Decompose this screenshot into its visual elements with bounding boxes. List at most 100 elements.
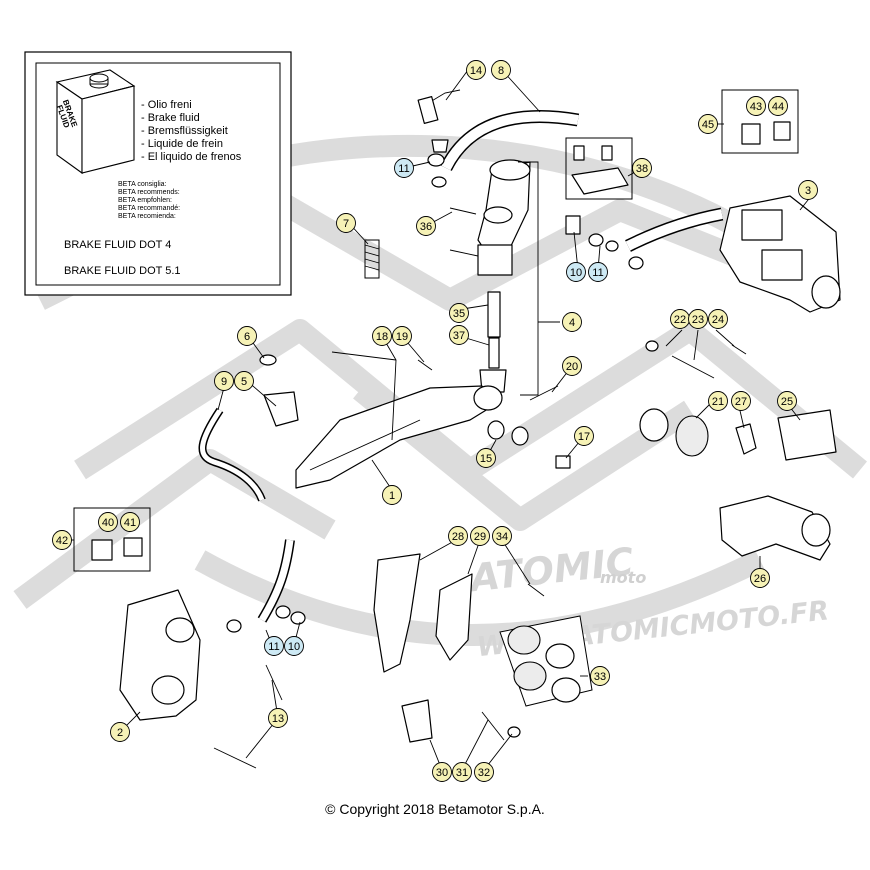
- callout-41[interactable]: 41: [120, 512, 140, 532]
- callout-circle: [432, 762, 452, 782]
- callout-circle: [466, 60, 486, 80]
- callout-20[interactable]: 20: [562, 356, 582, 376]
- callout-40[interactable]: 40: [98, 512, 118, 532]
- callout-15[interactable]: 15: [476, 448, 496, 468]
- callout-circle: [698, 114, 718, 134]
- part-bearings-15: [487, 420, 529, 446]
- callout-6[interactable]: 6: [237, 326, 257, 346]
- fluid-name-2: - Bremsflüssigkeit: [141, 125, 228, 137]
- callout-circle: [588, 262, 608, 282]
- callout-11[interactable]: 11: [588, 262, 608, 282]
- callout-circle: [416, 216, 436, 236]
- callout-10[interactable]: 10: [566, 262, 586, 282]
- callout-32[interactable]: 32: [474, 762, 494, 782]
- callout-number: 11: [398, 163, 409, 175]
- part-caps-43-44: [741, 121, 791, 145]
- callout-number: 22: [674, 314, 686, 326]
- callout-circle: [214, 371, 234, 391]
- callout-37[interactable]: 37: [449, 325, 469, 345]
- callout-circle: [731, 391, 751, 411]
- part-front-hose: [226, 539, 306, 633]
- leader-lines: [62, 69, 817, 771]
- callout-30[interactable]: 30: [432, 762, 452, 782]
- callout-36[interactable]: 36: [416, 216, 436, 236]
- callout-number: 3: [805, 185, 811, 197]
- callout-circle: [120, 512, 140, 532]
- callout-43[interactable]: 43: [746, 96, 766, 116]
- callout-circle: [449, 303, 469, 323]
- callout-22[interactable]: 22: [670, 309, 690, 329]
- callout-number: 41: [124, 517, 136, 529]
- callout-29[interactable]: 29: [470, 526, 490, 546]
- callout-23[interactable]: 23: [688, 309, 708, 329]
- callout-circle: [708, 391, 728, 411]
- callout-4[interactable]: 4: [562, 312, 582, 332]
- part-cover-38: [571, 145, 629, 195]
- callout-3[interactable]: 3: [798, 180, 818, 200]
- part-nut-17: [555, 455, 571, 469]
- part-bolts-36: [449, 207, 479, 257]
- copyright-notice: © Copyright 2018 Betamotor S.p.A.: [325, 801, 545, 817]
- callout-25[interactable]: 25: [777, 391, 797, 411]
- callout-33[interactable]: 33: [590, 666, 610, 686]
- callout-38[interactable]: 38: [632, 158, 652, 178]
- callout-5[interactable]: 5: [234, 371, 254, 391]
- part-push-rod-35-37: [479, 291, 507, 393]
- callout-28[interactable]: 28: [448, 526, 468, 546]
- part-bracket-26: [719, 495, 831, 561]
- callout-11[interactable]: 11: [264, 636, 284, 656]
- callout-35[interactable]: 35: [449, 303, 469, 323]
- callout-44[interactable]: 44: [768, 96, 788, 116]
- part-rear-hose: [565, 207, 724, 270]
- callout-34[interactable]: 34: [492, 526, 512, 546]
- fluid-spec-1: BRAKE FLUID DOT 4: [64, 239, 171, 251]
- watermark-sub: moto: [600, 568, 646, 587]
- callout-31[interactable]: 31: [452, 762, 472, 782]
- callout-circle: [52, 530, 72, 550]
- callout-circle: [476, 448, 496, 468]
- callout-circle: [268, 708, 288, 728]
- callout-circle: [562, 356, 582, 376]
- callout-number: 8: [498, 65, 504, 77]
- callout-42[interactable]: 42: [52, 530, 72, 550]
- callout-10[interactable]: 10: [284, 636, 304, 656]
- callout-17[interactable]: 17: [574, 426, 594, 446]
- callout-18[interactable]: 18: [372, 326, 392, 346]
- callout-number: 20: [566, 361, 578, 373]
- callout-circle: [110, 722, 130, 742]
- callout-45[interactable]: 45: [698, 114, 718, 134]
- part-front-caliper-2: [119, 589, 201, 721]
- callout-number: 21: [712, 396, 724, 408]
- callout-number: 30: [436, 767, 448, 779]
- callout-circle: [392, 326, 412, 346]
- callout-number: 14: [470, 65, 482, 77]
- callout-number: 34: [496, 531, 508, 543]
- callout-circle: [234, 371, 254, 391]
- part-pin-20: [529, 385, 559, 401]
- callout-number: 35: [453, 308, 465, 320]
- callout-number: 42: [56, 535, 68, 547]
- callout-8[interactable]: 8: [491, 60, 511, 80]
- callout-21[interactable]: 21: [708, 391, 728, 411]
- callout-14[interactable]: 14: [466, 60, 486, 80]
- callout-26[interactable]: 26: [750, 568, 770, 588]
- callout-circle: [566, 262, 586, 282]
- callout-2[interactable]: 2: [110, 722, 130, 742]
- callout-9[interactable]: 9: [214, 371, 234, 391]
- callout-1[interactable]: 1: [382, 485, 402, 505]
- callout-number: 45: [702, 119, 714, 131]
- callout-number: 26: [754, 573, 766, 585]
- callout-24[interactable]: 24: [708, 309, 728, 329]
- callout-11[interactable]: 11: [394, 158, 414, 178]
- callout-27[interactable]: 27: [731, 391, 751, 411]
- callout-circle: [336, 213, 356, 233]
- callout-13[interactable]: 13: [268, 708, 288, 728]
- kit-box-38: [565, 137, 633, 200]
- callout-7[interactable]: 7: [336, 213, 356, 233]
- part-pins-18-19: [331, 351, 433, 371]
- callout-19[interactable]: 19: [392, 326, 412, 346]
- callout-number: 32: [478, 767, 490, 779]
- part-30-31-32: [401, 699, 521, 743]
